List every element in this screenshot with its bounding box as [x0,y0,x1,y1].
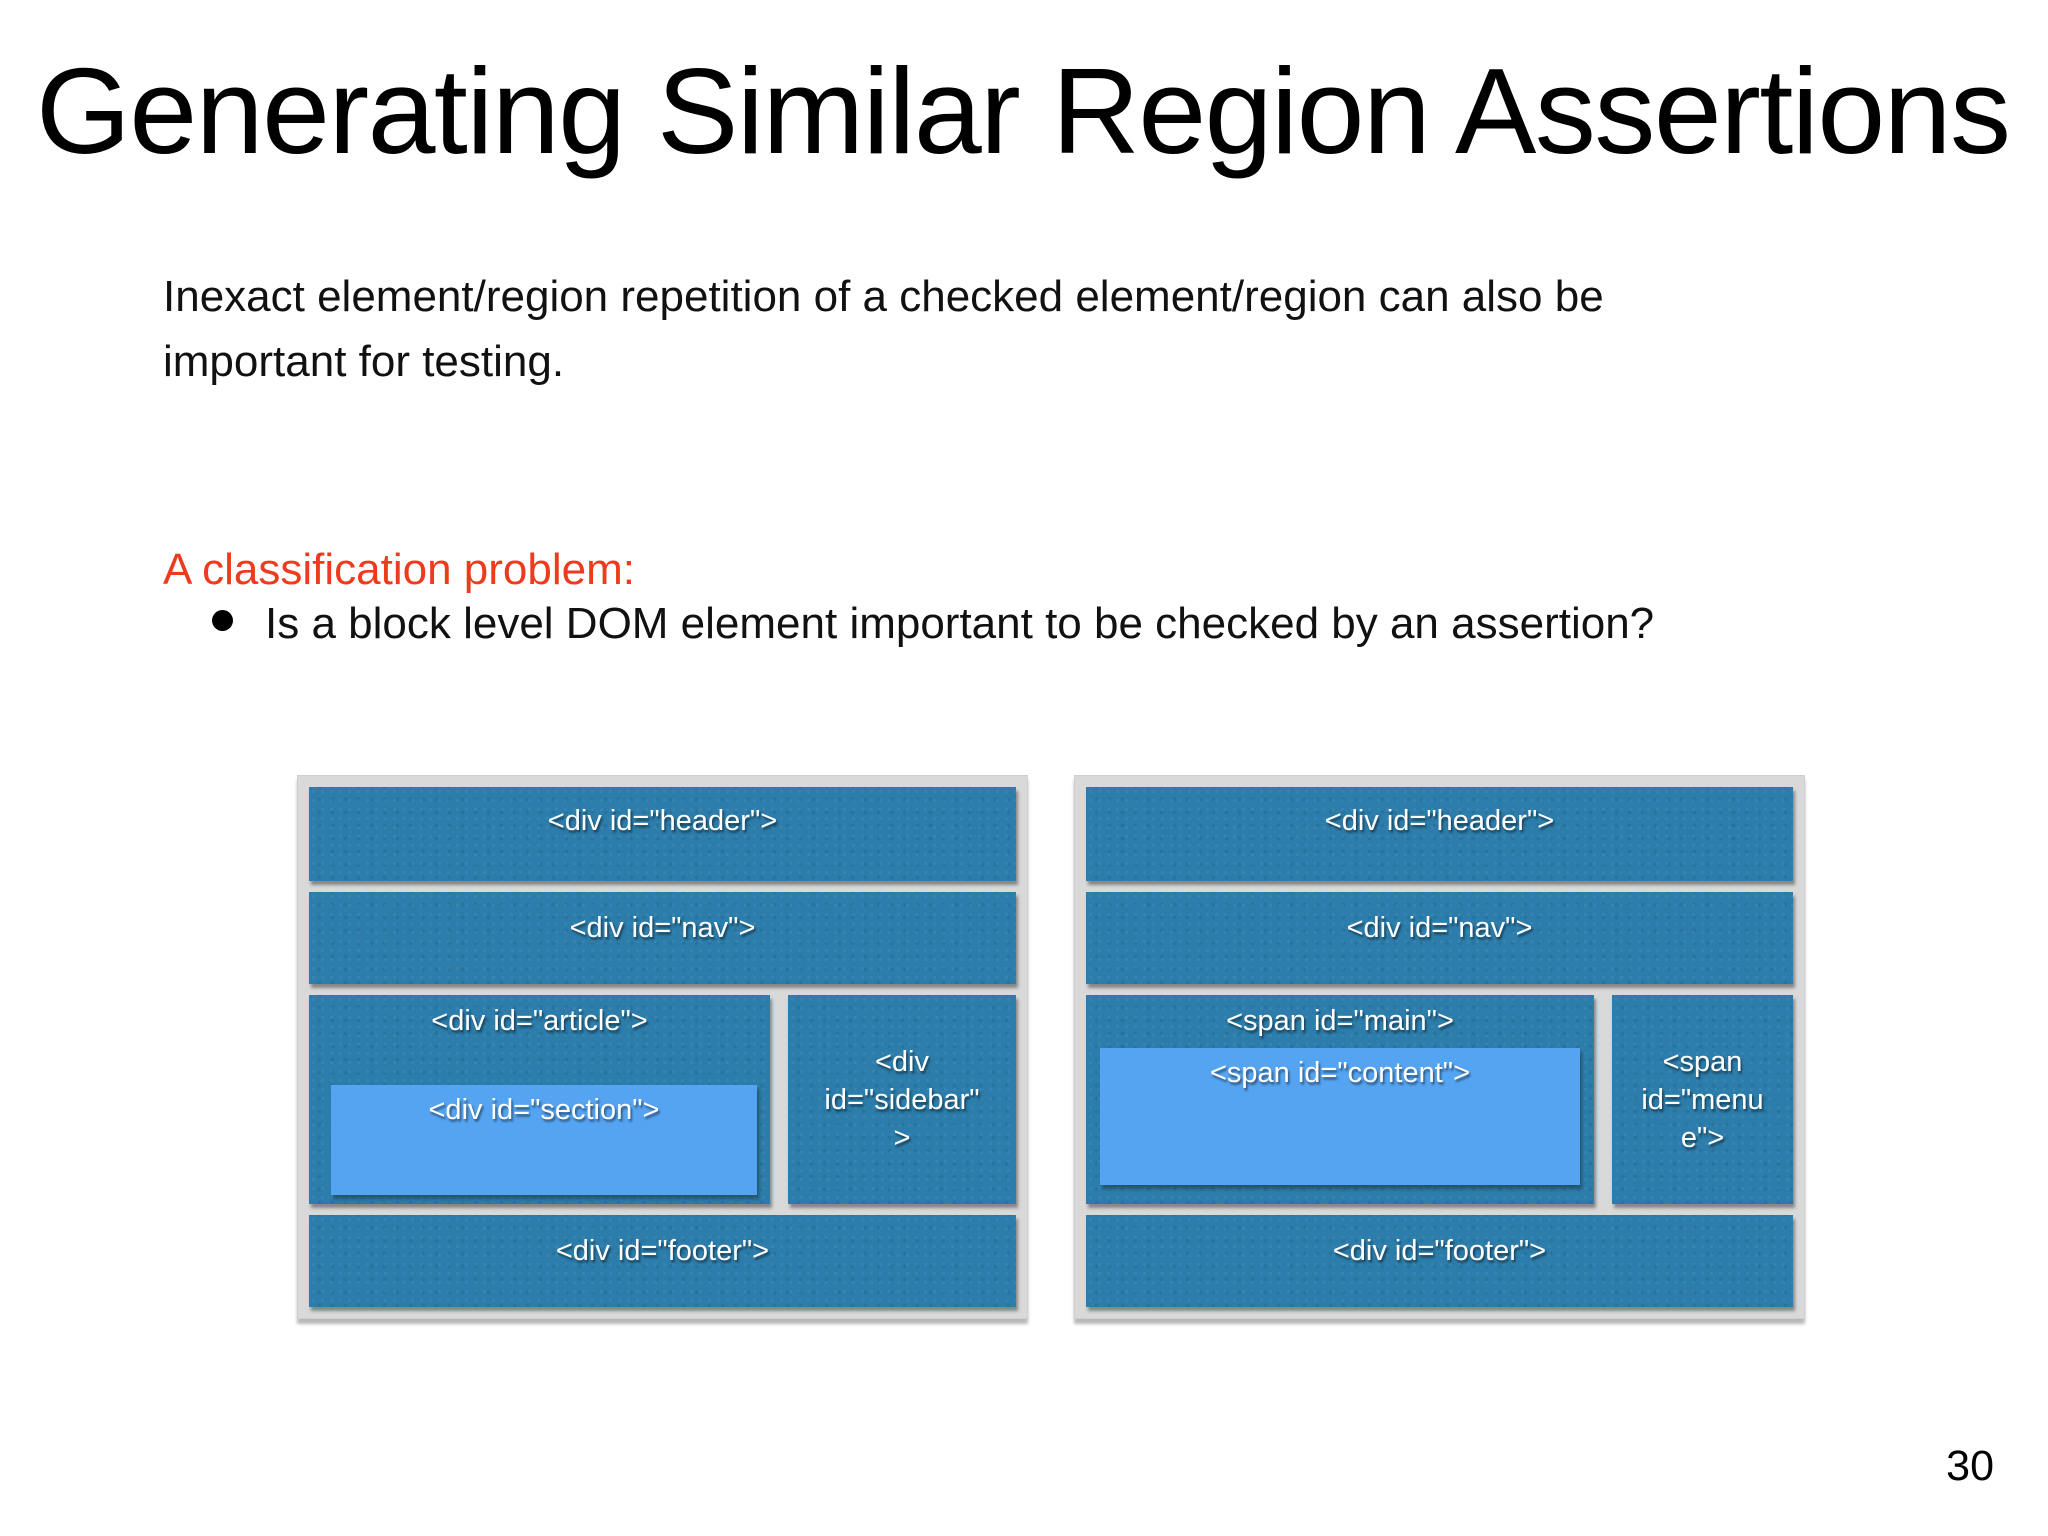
bullet-dot-icon [212,610,233,631]
left-header-label: <div id="header"> [547,805,778,837]
left-article-label: <div id="article"> [431,1005,648,1037]
right-menu-box: <span id="menu e"> [1612,995,1793,1204]
left-nav-label: <div id="nav"> [569,912,756,944]
right-main-label: <span id="main"> [1226,1005,1454,1037]
left-sidebar-label: <div id="sidebar" > [824,1046,980,1154]
right-content-box: <span id="content"> [1100,1048,1580,1185]
left-sidebar-box: <div id="sidebar" > [788,995,1016,1204]
right-middle-row: <span id="main"> <span id="content"> <sp… [1086,995,1793,1204]
left-footer-box: <div id="footer"> [309,1215,1016,1307]
right-main-box: <span id="main"> <span id="content"> [1086,995,1594,1204]
right-header-label: <div id="header"> [1324,805,1555,837]
right-nav-label: <div id="nav"> [1346,912,1533,944]
left-header-box: <div id="header"> [309,787,1016,881]
page-number: 30 [1946,1442,1994,1490]
classification-problem-heading: A classification problem: [163,545,635,594]
left-footer-label: <div id="footer"> [555,1235,770,1267]
left-section-box: <div id="section"> [331,1085,757,1195]
bullet-text: Is a block level DOM element important t… [265,599,1655,648]
right-nav-box: <div id="nav"> [1086,892,1793,984]
right-header-box: <div id="header"> [1086,787,1793,881]
intro-paragraph: Inexact element/region repetition of a c… [163,272,1604,386]
right-menu-label: <span id="menu e"> [1641,1046,1764,1154]
left-nav-box: <div id="nav"> [309,892,1016,984]
dom-diagram-left: <div id="header"> <div id="nav"> <div id… [297,775,1028,1319]
left-article-box: <div id="article"> <div id="section"> [309,995,770,1204]
right-content-label: <span id="content"> [1209,1057,1471,1089]
dom-diagram-right: <div id="header"> <div id="nav"> <span i… [1074,775,1805,1319]
slide-title: Generating Similar Region Assertions [36,43,2011,179]
right-footer-box: <div id="footer"> [1086,1215,1793,1307]
right-footer-label: <div id="footer"> [1332,1235,1547,1267]
left-middle-row: <div id="article"> <div id="section"> <d… [309,995,1016,1204]
left-section-label: <div id="section"> [428,1094,660,1126]
